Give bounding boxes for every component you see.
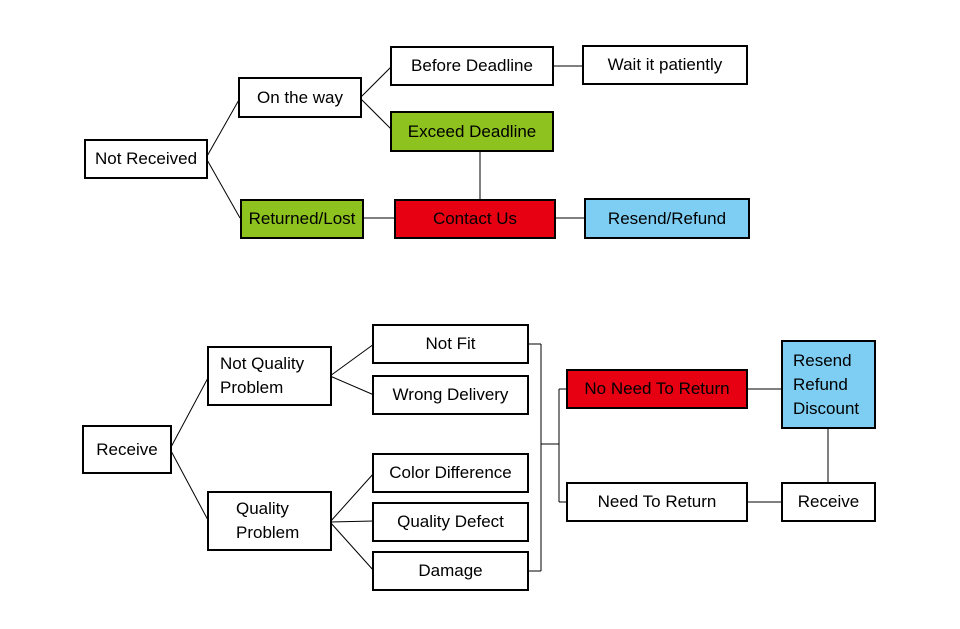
node-resend-refund-discount: Resend Refund Discount: [781, 340, 876, 429]
node-quality-problem: Quality Problem: [207, 491, 332, 551]
node-not-received: Not Received: [84, 139, 208, 179]
node-receive-return: Receive: [781, 482, 876, 522]
node-returned-lost: Returned/Lost: [240, 199, 364, 239]
node-on-the-way: On the way: [238, 77, 362, 118]
connector: [359, 97, 393, 131]
node-need-to-return: Need To Return: [566, 482, 748, 522]
node-damage: Damage: [372, 551, 529, 591]
connector: [169, 448, 210, 523]
node-wait-patiently: Wait it patiently: [582, 45, 748, 85]
node-contact-us: Contact Us: [394, 199, 556, 239]
node-not-fit: Not Fit: [372, 324, 529, 364]
node-exceed-deadline: Exceed Deadline: [390, 111, 554, 152]
node-color-difference: Color Difference: [372, 453, 529, 493]
connector: [169, 375, 210, 450]
connector: [329, 520, 375, 523]
node-resend-refund: Resend/Refund: [584, 198, 750, 239]
node-receive: Receive: [82, 425, 172, 474]
connector: [205, 97, 241, 159]
node-wrong-delivery: Wrong Delivery: [372, 375, 529, 415]
connector: [205, 157, 241, 219]
node-no-need-to-return: No Need To Return: [566, 369, 748, 409]
connector: [329, 472, 375, 523]
connector: [329, 375, 375, 396]
connector: [329, 521, 375, 572]
node-before-deadline: Before Deadline: [390, 46, 554, 86]
connector: [329, 343, 375, 377]
connector: [359, 65, 393, 99]
node-quality-defect: Quality Defect: [372, 502, 529, 542]
node-not-quality-problem: Not Quality Problem: [207, 346, 332, 406]
